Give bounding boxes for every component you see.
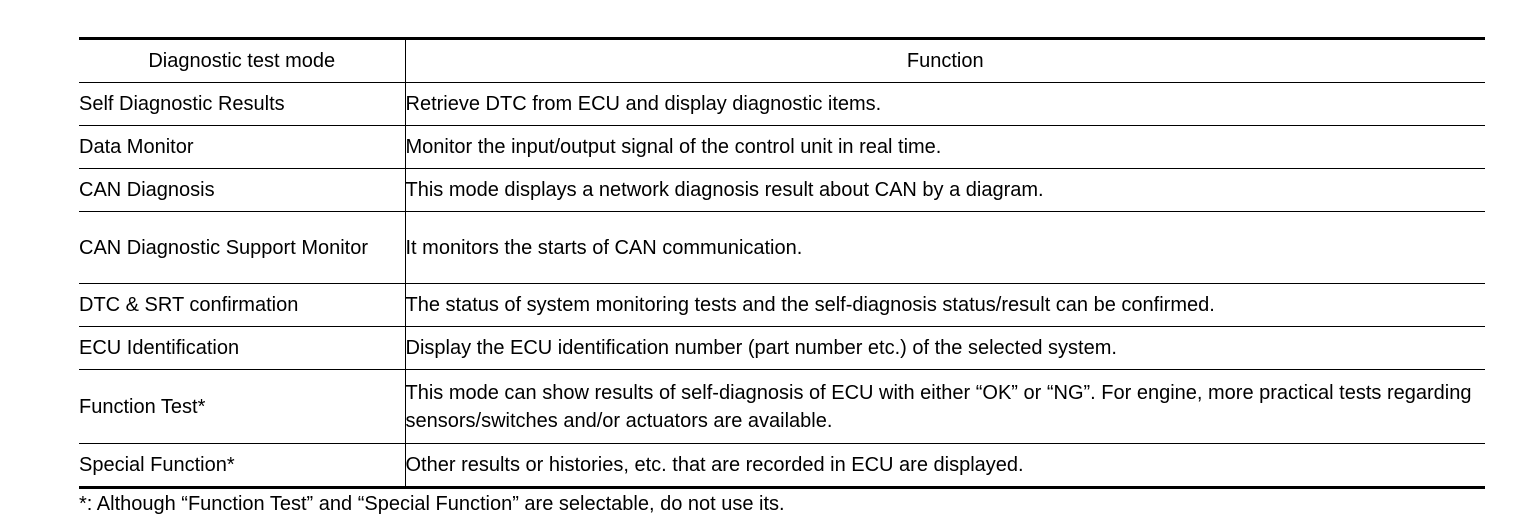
mode-cell: Function Test*	[79, 369, 405, 444]
table-row: Special Function* Other results or histo…	[79, 443, 1485, 489]
mode-cell: ECU Identification	[79, 326, 405, 370]
function-cell: Display the ECU identification number (p…	[404, 326, 1485, 370]
table-footnote: *: Although “Function Test” and “Special…	[79, 493, 785, 515]
function-cell: The status of system monitoring tests an…	[404, 283, 1485, 327]
function-cell: This mode displays a network diagnosis r…	[404, 168, 1485, 212]
column-header-mode: Diagnostic test mode	[79, 38, 405, 83]
function-cell: Other results or histories, etc. that ar…	[404, 443, 1485, 489]
mode-cell: Self Diagnostic Results	[79, 82, 405, 126]
mode-cell: Data Monitor	[79, 125, 405, 169]
table-header-row: Diagnostic test mode Function	[79, 38, 1485, 83]
table-row: Function Test* This mode can show result…	[79, 369, 1485, 444]
table-row: DTC & SRT confirmation The status of sys…	[79, 283, 1485, 327]
function-cell: Retrieve DTC from ECU and display diagno…	[404, 82, 1485, 126]
function-cell: It monitors the starts of CAN communicat…	[404, 211, 1485, 284]
function-cell: This mode can show results of self-diagn…	[404, 369, 1485, 444]
table-row: CAN Diagnosis This mode displays a netwo…	[79, 168, 1485, 212]
table-row: ECU Identification Display the ECU ident…	[79, 326, 1485, 370]
table-row: Self Diagnostic Results Retrieve DTC fro…	[79, 82, 1485, 126]
table-row: CAN Diagnostic Support Monitor It monito…	[79, 211, 1485, 284]
diagnostic-modes-table: Diagnostic test mode Function Self Diagn…	[79, 37, 1485, 489]
mode-cell: CAN Diagnostic Support Monitor	[79, 211, 405, 284]
mode-cell: CAN Diagnosis	[79, 168, 405, 212]
column-header-function: Function	[404, 38, 1485, 83]
mode-cell: Special Function*	[79, 443, 405, 489]
mode-cell: DTC & SRT confirmation	[79, 283, 405, 327]
table-row: Data Monitor Monitor the input/output si…	[79, 125, 1485, 169]
function-cell: Monitor the input/output signal of the c…	[404, 125, 1485, 169]
